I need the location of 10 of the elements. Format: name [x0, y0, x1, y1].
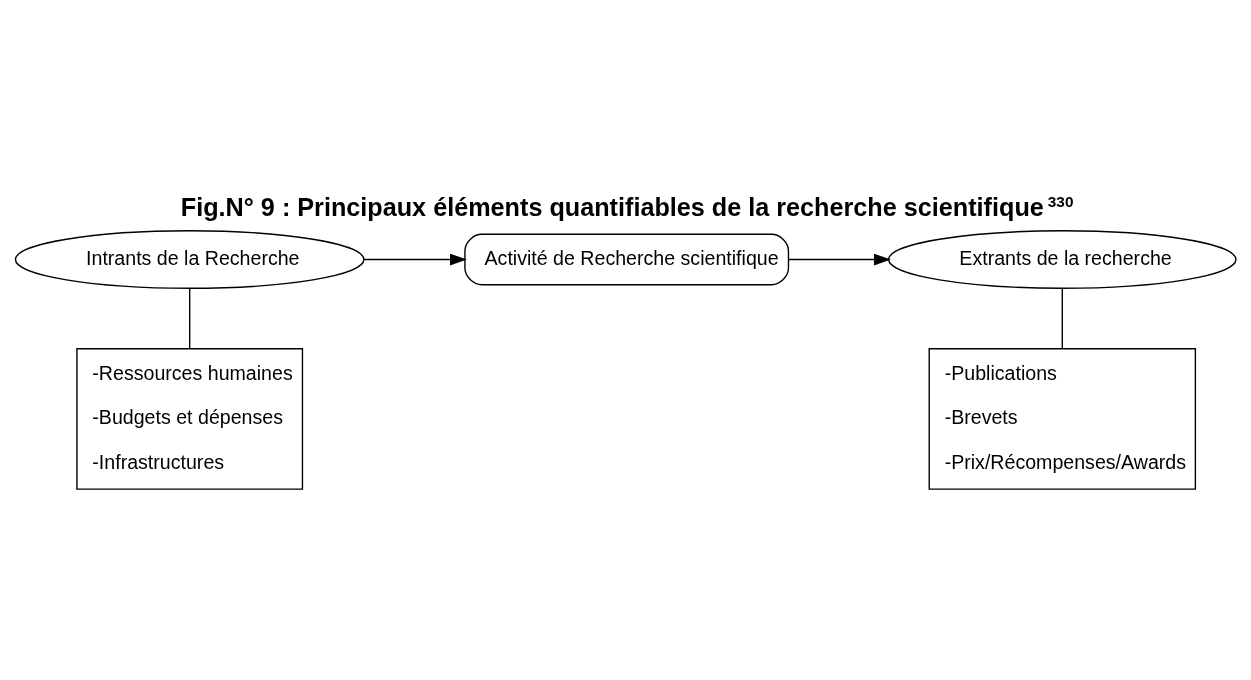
connector — [189, 287, 191, 349]
node-ellipse: Intrants de la Recherche — [14, 229, 365, 289]
connector — [1061, 287, 1063, 349]
diagram-title: Fig.N° 9 : Principaux éléments quantifiables de la recherche scientifique$^{330}$ — [180, 192, 1074, 221]
node-box: -Ressources humaines -Budgets et dépenses -Infrastructures — [76, 347, 304, 490]
arrow — [788, 253, 891, 265]
node-box: Activité de Recherche scientifique — [464, 233, 790, 285]
node-box: -Publications -Brevets -Prix/Récompenses/Awards — [928, 347, 1197, 490]
node-ellipse: Extrants de la recherche — [887, 229, 1237, 289]
arrow — [363, 253, 467, 265]
